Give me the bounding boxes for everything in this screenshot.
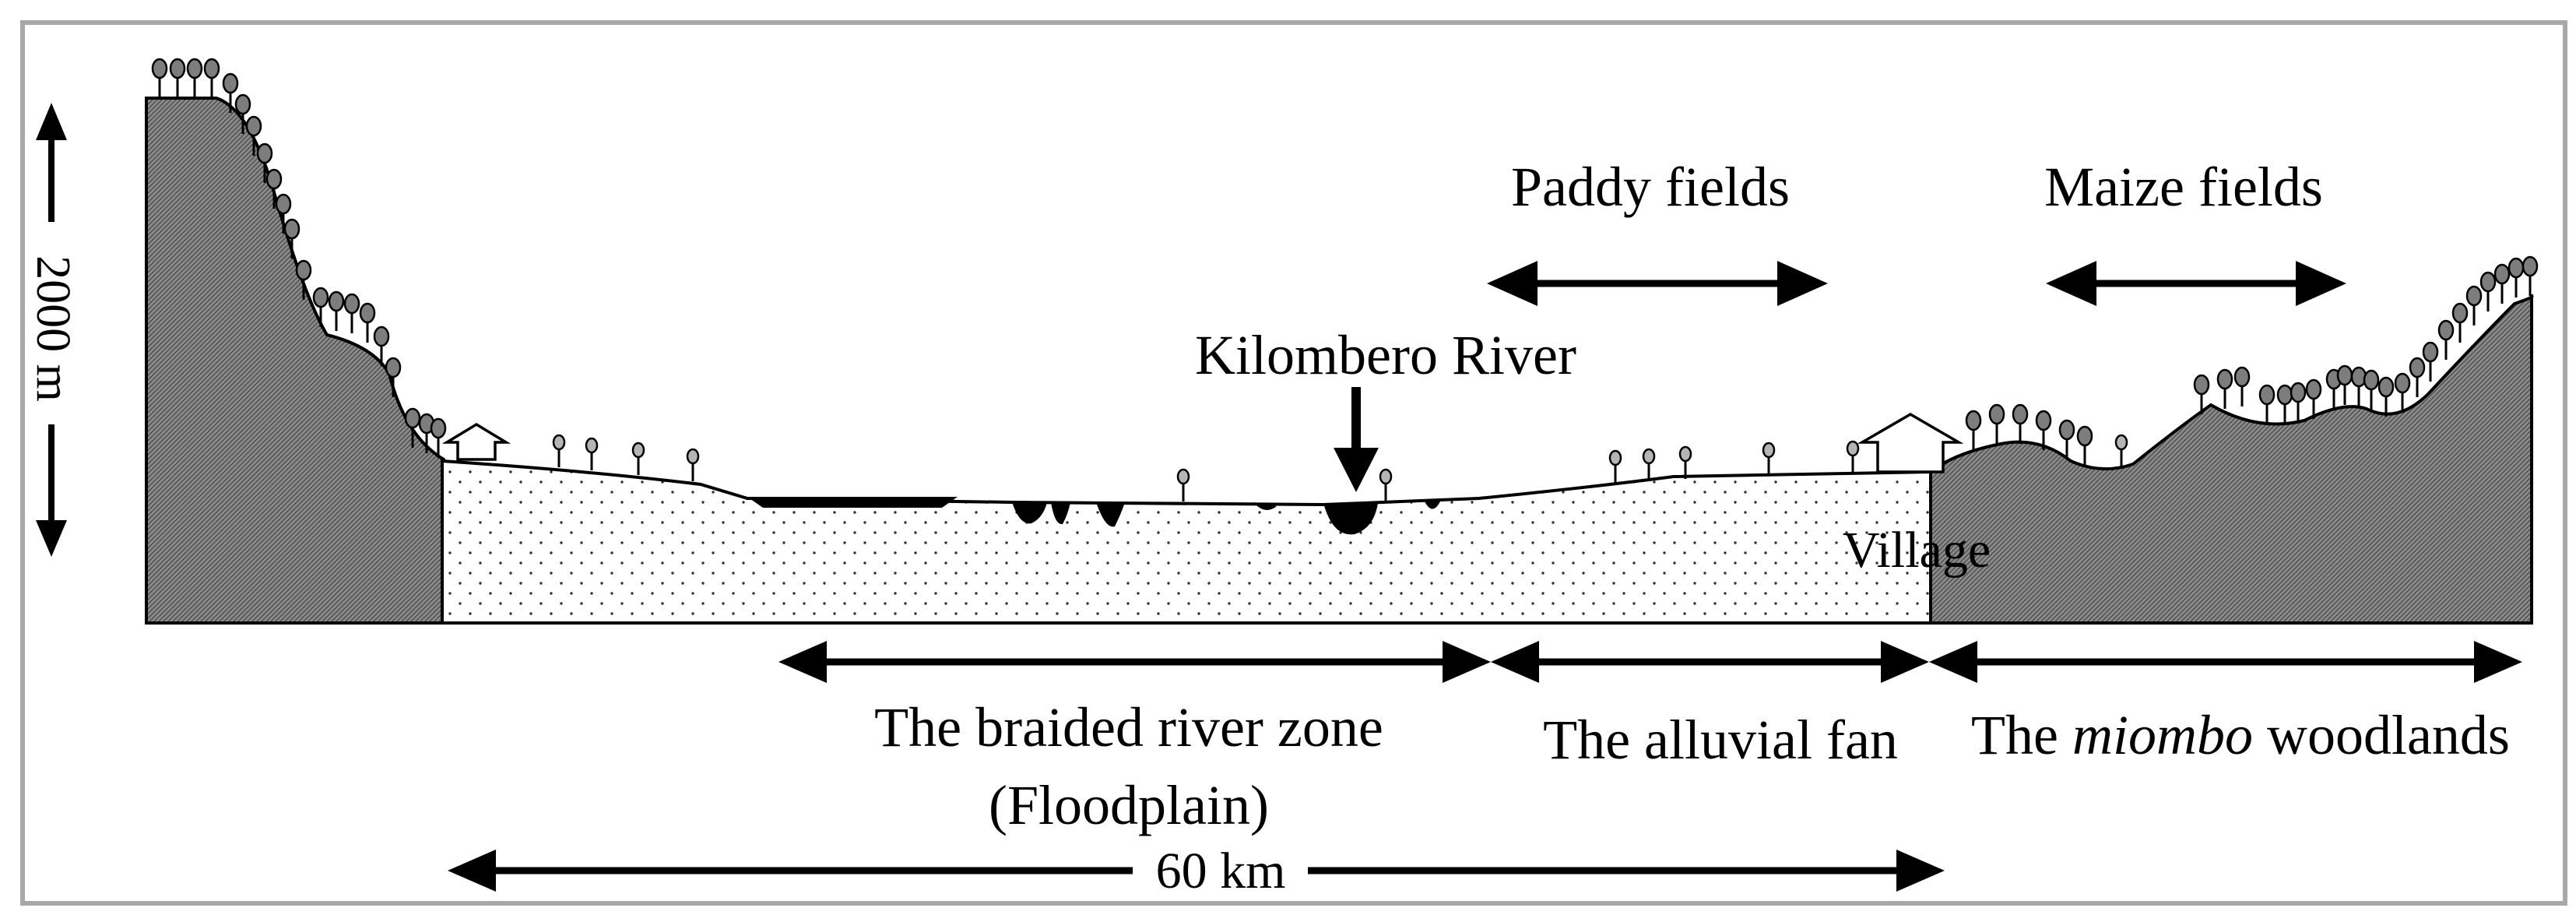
- horizontal-scale-label: 60 km: [1156, 843, 1286, 899]
- maize-fields-arrow: [2046, 261, 2346, 306]
- miombo-prefix: The: [1971, 704, 2072, 766]
- house-icon: [441, 422, 511, 461]
- river-water-patches: [747, 497, 1440, 535]
- alluvial-fan-label: The alluvial fan: [1543, 709, 1898, 771]
- village-label: Village: [1843, 522, 1991, 579]
- right-woodlands: [1929, 294, 2534, 625]
- figure-frame: [20, 20, 2567, 906]
- vertical-scale-label: 2000 m: [26, 255, 79, 402]
- miombo-woodlands-arrow: [1929, 641, 2522, 683]
- house-icon: [1857, 412, 1964, 473]
- maize-fields-label: Maize fields: [2044, 156, 2323, 218]
- alluvial-fan-arrow: [1491, 641, 1929, 683]
- river-label: Kilombero River: [1195, 324, 1576, 386]
- left-escarpment: [145, 97, 446, 625]
- miombo-woodlands-label: The miombo woodlands: [1971, 704, 2510, 766]
- braided-zone-arrow: [778, 641, 1491, 683]
- paddy-fields-label: Paddy fields: [1511, 156, 1790, 218]
- braided-zone-label: The braided river zone: [874, 696, 1383, 758]
- river-pointer-arrow: [1334, 387, 1379, 492]
- vertical-scale-arrow: [36, 103, 67, 557]
- miombo-italic: miombo: [2072, 704, 2253, 766]
- horizontal-scale-arrow: [448, 850, 1945, 892]
- miombo-suffix: woodlands: [2253, 704, 2510, 766]
- floodplain-label: (Floodplain): [989, 774, 1269, 836]
- floodplain: [441, 459, 1932, 625]
- paddy-fields-arrow: [1487, 261, 1828, 306]
